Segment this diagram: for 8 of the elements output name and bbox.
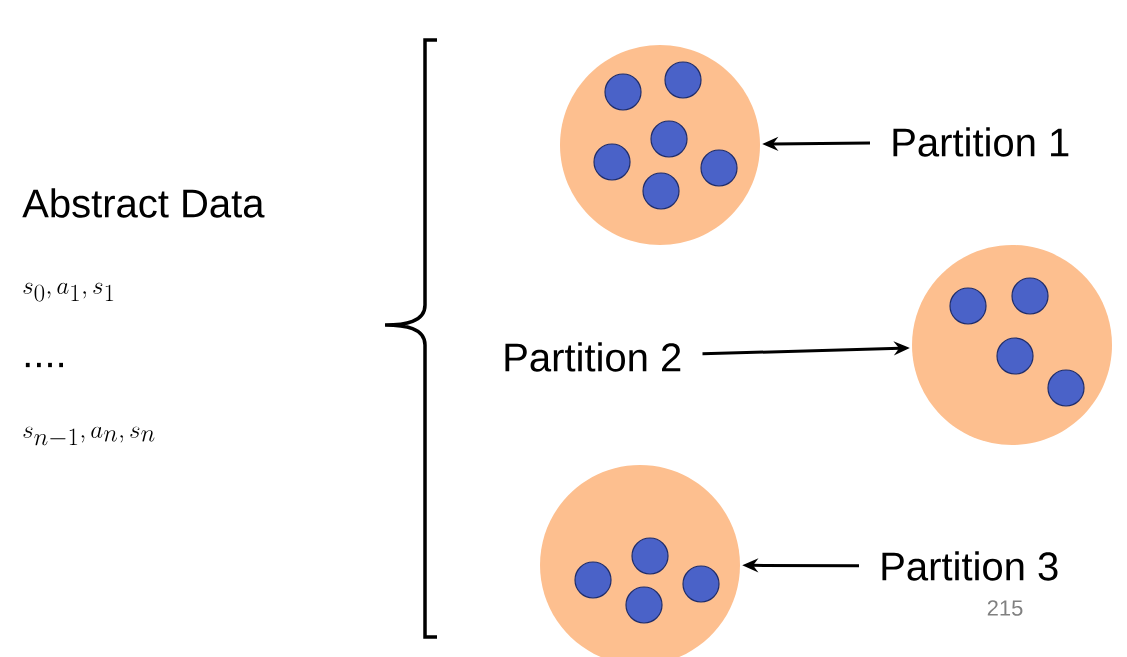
- heading-text: Abstract Data: [22, 188, 265, 218]
- page-number: 215: [987, 600, 1023, 616]
- partition-label: Partition 3: [882, 551, 1058, 581]
- partition-label: Partition 1: [893, 127, 1069, 157]
- partition-label: Partition 2: [505, 342, 681, 372]
- math-expression: $s_{n-1}, a_n, s_n$: [23, 426, 155, 446]
- ellipsis-text: ....: [25, 362, 64, 368]
- math-expression: $s_0, a_1, s_1$: [23, 282, 114, 302]
